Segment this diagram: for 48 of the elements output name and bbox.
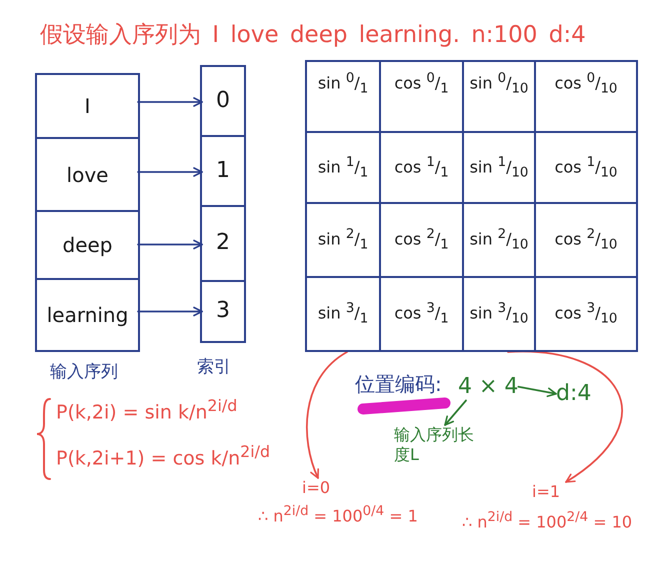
table-cell: sin $^{3}$/$_{10}$ <box>464 278 536 350</box>
arrow <box>137 306 203 316</box>
column-caption: 输入序列 <box>50 362 118 382</box>
condition-text: i=0 <box>302 478 330 499</box>
word-cell: learning <box>37 280 138 350</box>
table-cell: cos $^{0}$/$_{10}$ <box>536 62 636 133</box>
title: 假设输入序列为 I love deep learning. n:100 d:4 <box>40 22 586 50</box>
formula-text: ∴ n$^{2i/d}$ = 100$^{0/4}$ = 1 <box>258 502 418 527</box>
table-cell: cos $^{0}$/$_{1}$ <box>381 62 464 133</box>
table-cell: cos $^{2}$/$_{10}$ <box>536 204 636 278</box>
formula-text: P(k,2i) = sin k/n$^{2i/d}$ <box>56 396 238 426</box>
index-cell: 0 <box>202 67 244 137</box>
column-caption: 索引 <box>197 357 231 378</box>
formula-text: P(k,2i+1) = cos k/n$^{2i/d}$ <box>56 442 270 472</box>
arrow <box>444 400 467 426</box>
index-cell: 1 <box>202 137 244 207</box>
word-cell: I <box>37 75 138 139</box>
arrow <box>507 351 622 483</box>
section-label: 位置编码: <box>355 372 442 397</box>
arrow <box>137 97 203 107</box>
condition-text: i=1 <box>532 482 560 503</box>
table-cell: cos $^{2}$/$_{1}$ <box>381 204 464 278</box>
word-column <box>35 73 140 352</box>
formula-text: ∴ n$^{2i/d}$ = 100$^{2/4}$ = 10 <box>462 508 632 533</box>
table-cell: sin $^{0}$/$_{1}$ <box>307 62 381 133</box>
table-cell: sin $^{1}$/$_{1}$ <box>307 133 381 204</box>
table-cell: sin $^{2}$/$_{10}$ <box>464 204 536 278</box>
arrow <box>137 167 203 177</box>
table-cell: cos $^{1}$/$_{1}$ <box>381 133 464 204</box>
index-cell: 3 <box>202 282 244 341</box>
size-text: 4 × 4 <box>458 373 518 400</box>
table-cell: cos $^{3}$/$_{10}$ <box>536 278 636 350</box>
table-cell: sin $^{3}$/$_{1}$ <box>307 278 381 350</box>
size-text: d:4 <box>556 380 592 408</box>
arrow <box>306 351 348 479</box>
arrow <box>518 386 557 398</box>
word-cell: love <box>37 139 138 212</box>
table-cell: cos $^{3}$/$_{1}$ <box>381 278 464 350</box>
index-cell: 2 <box>202 207 244 282</box>
index-column <box>200 65 246 343</box>
table-cell: cos $^{1}$/$_{10}$ <box>536 133 636 204</box>
note-text: 输入序列长度L <box>394 425 478 465</box>
table-cell: sin $^{2}$/$_{1}$ <box>307 204 381 278</box>
word-cell: deep <box>37 212 138 280</box>
table-cell: sin $^{0}$/$_{10}$ <box>464 62 536 133</box>
table-cell: sin $^{1}$/$_{10}$ <box>464 133 536 204</box>
encoding-table <box>305 60 638 352</box>
arrow <box>137 240 203 250</box>
